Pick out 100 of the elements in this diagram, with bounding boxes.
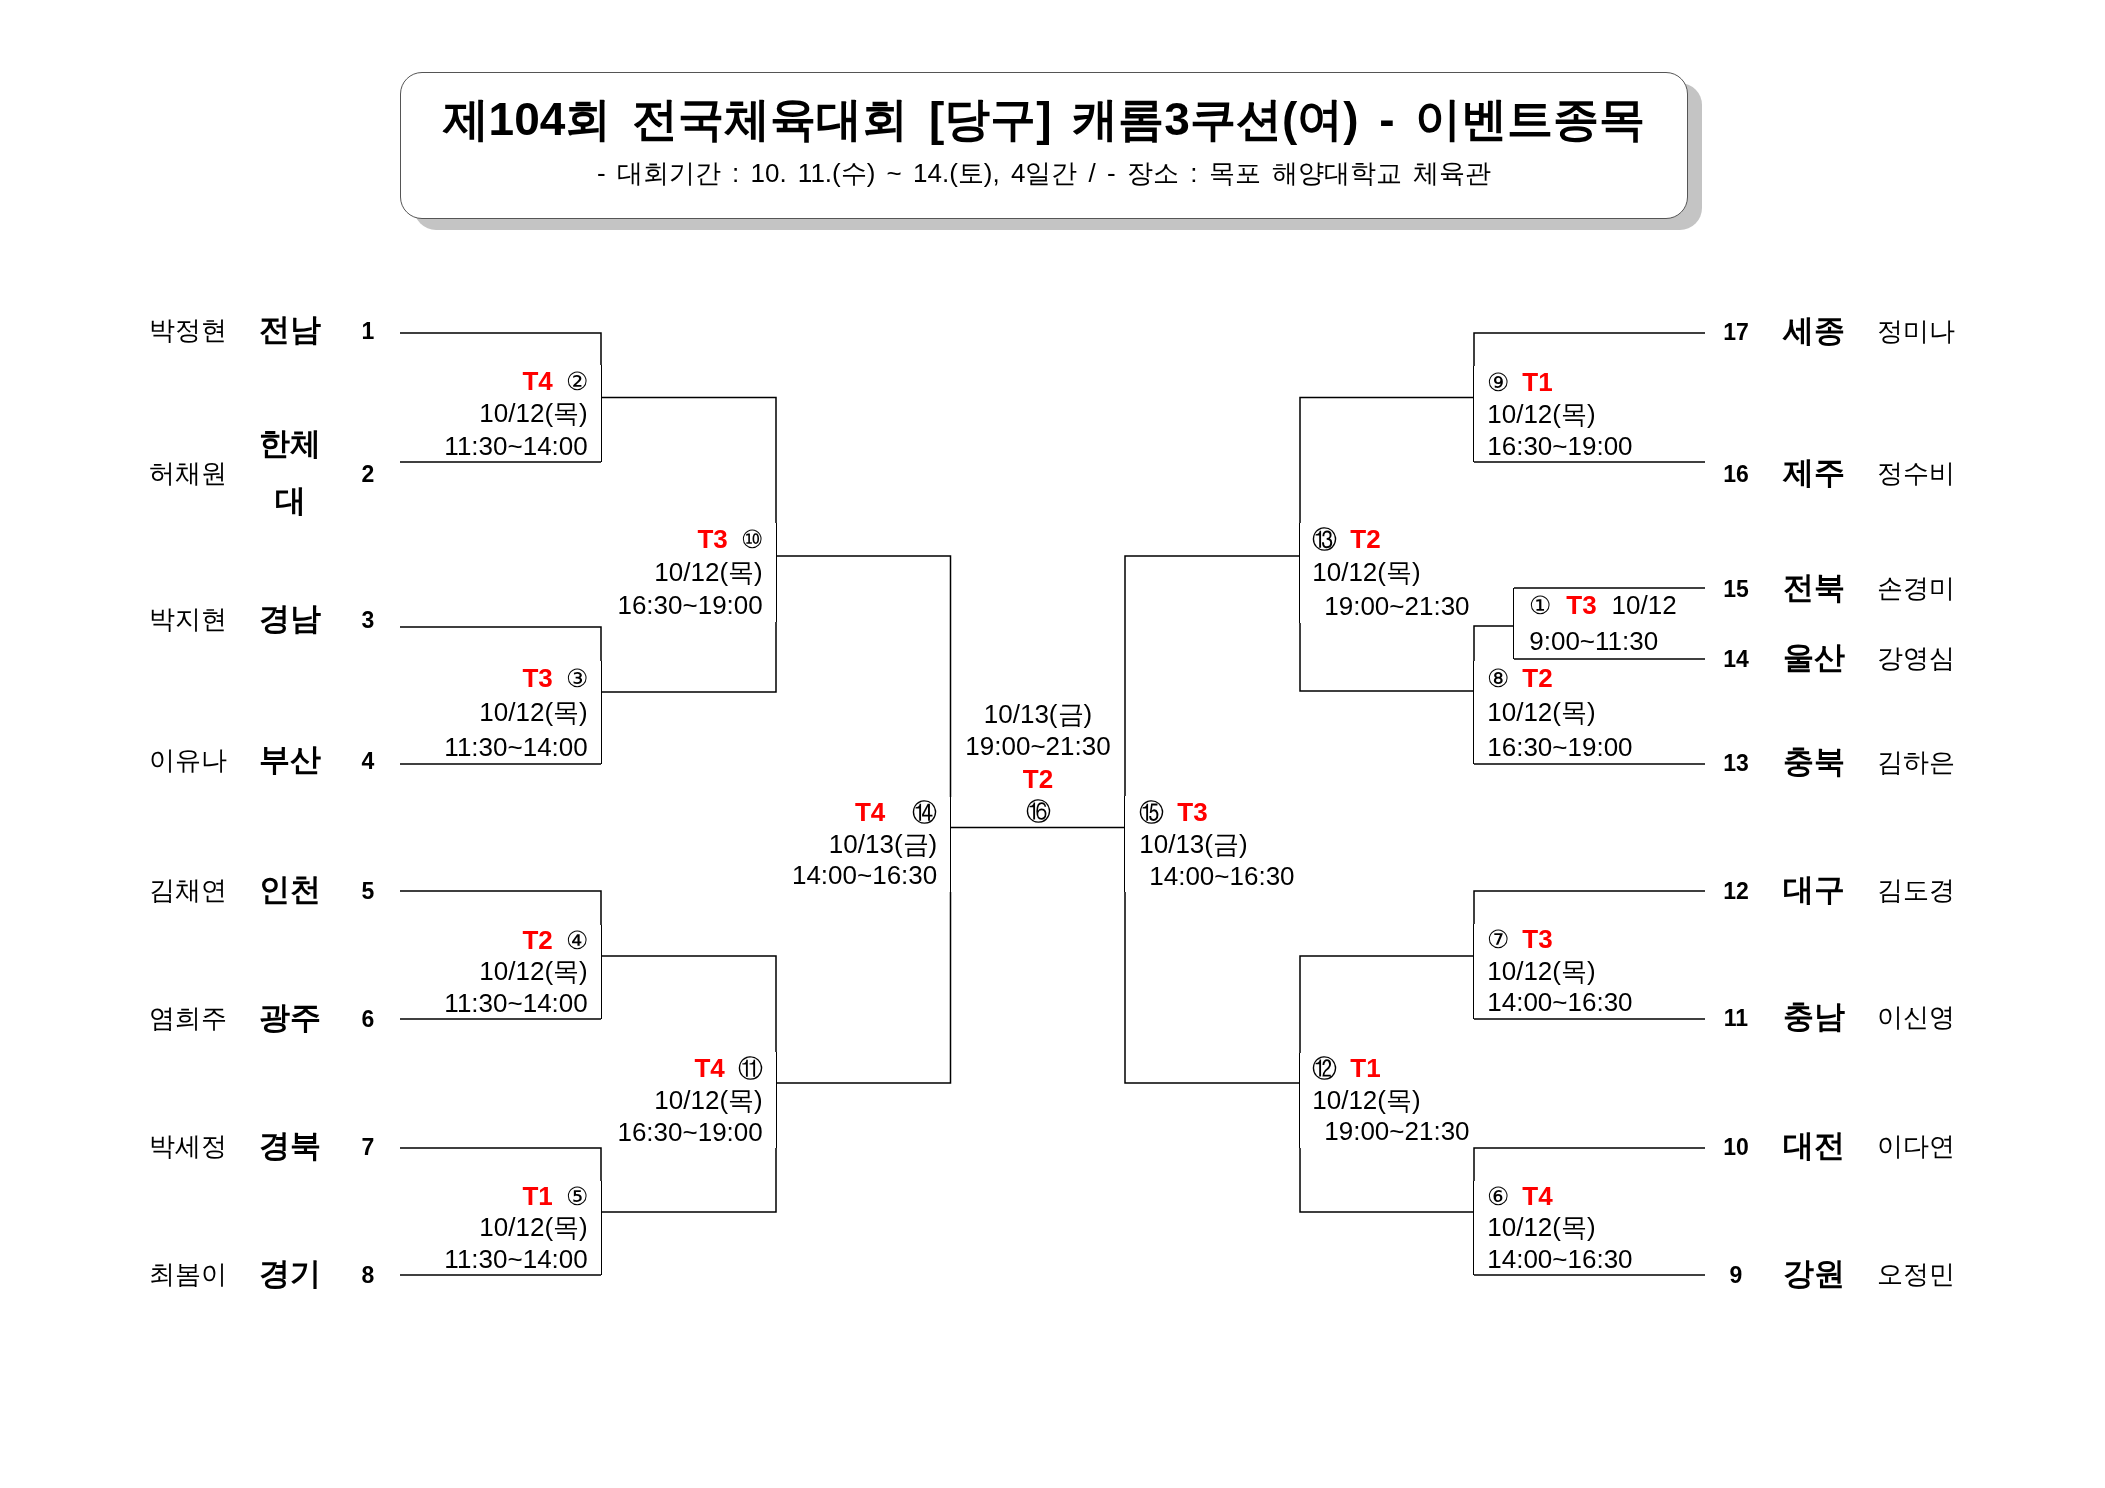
- match-number: ⑩: [740, 525, 763, 553]
- match-number: ⑦: [1487, 925, 1510, 953]
- bracket-line: [399, 1274, 602, 1276]
- match-date: 10/12(목): [479, 398, 588, 429]
- match-time: 16:30~19:00: [1487, 731, 1633, 762]
- match-number: ⑪: [737, 1054, 763, 1082]
- team-name: 울산: [1783, 639, 1845, 675]
- table-label: T1: [1522, 367, 1553, 397]
- player-name: 김채연: [149, 875, 227, 905]
- player-name: 이신영: [1877, 1002, 1955, 1032]
- player-name: 오정민: [1877, 1259, 1955, 1289]
- table-label: T2: [1522, 663, 1553, 693]
- bracket-line: [399, 890, 602, 926]
- table-label: T4: [522, 366, 553, 396]
- team-name: 세종: [1783, 312, 1845, 348]
- bracket-line: [1124, 555, 1301, 797]
- player-name: 허채원: [149, 458, 227, 488]
- seed-number: 12: [1723, 877, 1749, 904]
- bracket-line: [399, 461, 602, 463]
- table-label: T3: [1177, 797, 1208, 827]
- match-date: 10/12(목): [1487, 697, 1596, 728]
- match-date: 10/12(목): [654, 557, 763, 587]
- table-label: T2: [1022, 763, 1054, 794]
- player-name: 손경미: [1877, 573, 1955, 603]
- player-name: 박정현: [149, 315, 227, 345]
- seed-number: 5: [361, 877, 375, 904]
- bracket-line: [399, 763, 602, 765]
- team-name: 제주: [1783, 454, 1845, 490]
- match-date: 10/12(목): [479, 1212, 588, 1243]
- seed-number: 1: [361, 317, 375, 344]
- table-label: T1: [522, 1181, 553, 1211]
- match-number: ⑥: [1487, 1182, 1510, 1210]
- match-date: 10/12(목): [479, 956, 588, 987]
- bracket-line: [1473, 1274, 1706, 1276]
- match-time: 11:30~14:00: [444, 731, 588, 762]
- match-time: 14:00~16:30: [1487, 1243, 1633, 1274]
- match-time: 14:00~16:30: [1149, 861, 1295, 891]
- match-date: 10/12(목): [1312, 1084, 1421, 1115]
- match-time: 14:00~16:30: [1487, 987, 1633, 1018]
- bracket-line: [600, 955, 777, 1053]
- bracket-line: [399, 626, 602, 662]
- team-name: 광주: [259, 999, 321, 1035]
- player-name: 강영심: [1877, 643, 1955, 673]
- player-name: 정수비: [1877, 458, 1955, 488]
- subheading: - 대회기간 : 10. 11.(수) ~ 14.(토), 4일간 / - 장소 : 목포 해양대학교 체육관: [596, 158, 1492, 188]
- match-date: 10/12(목): [479, 697, 588, 728]
- table-label: T4: [694, 1053, 725, 1083]
- match-date: 10/12(목): [1487, 1212, 1596, 1243]
- team-name: 대전: [1783, 1127, 1845, 1163]
- seed-number: 8: [361, 1261, 375, 1288]
- table-label: T3: [1522, 924, 1553, 954]
- match-number: ⑬: [1312, 525, 1338, 553]
- match-time: 19:00~21:30: [1324, 1116, 1470, 1147]
- team-name: 경남: [259, 600, 321, 636]
- bracket-line: [399, 1147, 602, 1182]
- table-label: T4: [1522, 1181, 1553, 1211]
- match-time: 14:00~16:30: [791, 860, 938, 891]
- bracket-line: [1473, 763, 1706, 765]
- match-date: 10/12(목): [654, 1085, 763, 1115]
- bracket-line: [949, 826, 1039, 829]
- player-name: 염희주: [149, 1003, 227, 1033]
- match-number: ⑮: [1139, 798, 1165, 826]
- bracket-line: [1473, 332, 1706, 367]
- table-label: T1: [1350, 1053, 1381, 1083]
- team-name: 충북: [1783, 743, 1845, 779]
- bracket-line: [1473, 1147, 1706, 1182]
- player-name: 이다연: [1877, 1131, 1955, 1161]
- match-time: 16:30~19:00: [617, 1117, 763, 1147]
- match-date: 10/13(금): [1139, 829, 1248, 859]
- match-time: 11:30~14:00: [444, 1243, 588, 1274]
- seed-number: 6: [361, 1005, 375, 1032]
- seed-number: 14: [1723, 645, 1749, 672]
- bracket-line: [1037, 826, 1126, 829]
- match-date: 10/13(금): [983, 699, 1093, 729]
- team-name: 경북: [259, 1127, 321, 1163]
- seed-number: 11: [1723, 1004, 1749, 1031]
- team-name: 대구: [1783, 871, 1845, 907]
- match-time: 19:00~21:30: [965, 731, 1111, 762]
- table-label: T3: [1566, 590, 1597, 620]
- match-date: 10/12(목): [1487, 399, 1596, 429]
- match-time: 11:30~14:00: [444, 987, 588, 1018]
- match-number: ③: [565, 664, 588, 692]
- bracket-line: [1124, 891, 1301, 1084]
- player-name: 이유나: [149, 745, 227, 775]
- match-number: ⑫: [1312, 1054, 1338, 1082]
- bracket-line: [600, 621, 777, 693]
- player-name: 박지현: [149, 604, 227, 634]
- seed-number: 17: [1723, 318, 1749, 345]
- table-label: T2: [522, 925, 553, 955]
- match-number: ②: [565, 367, 588, 395]
- team-name: 전북: [1783, 569, 1845, 605]
- team-name: 한체대: [259, 426, 321, 518]
- bracket-line: [1473, 461, 1706, 463]
- bracket-line: [600, 396, 777, 524]
- table-label: T3: [522, 663, 553, 693]
- seed-number: 9: [1729, 1261, 1743, 1288]
- player-name: 최봄이: [149, 1259, 227, 1289]
- seed-number: 10: [1723, 1133, 1749, 1160]
- bracket-line: [1473, 625, 1515, 662]
- match-time: 16:30~19:00: [1487, 431, 1633, 461]
